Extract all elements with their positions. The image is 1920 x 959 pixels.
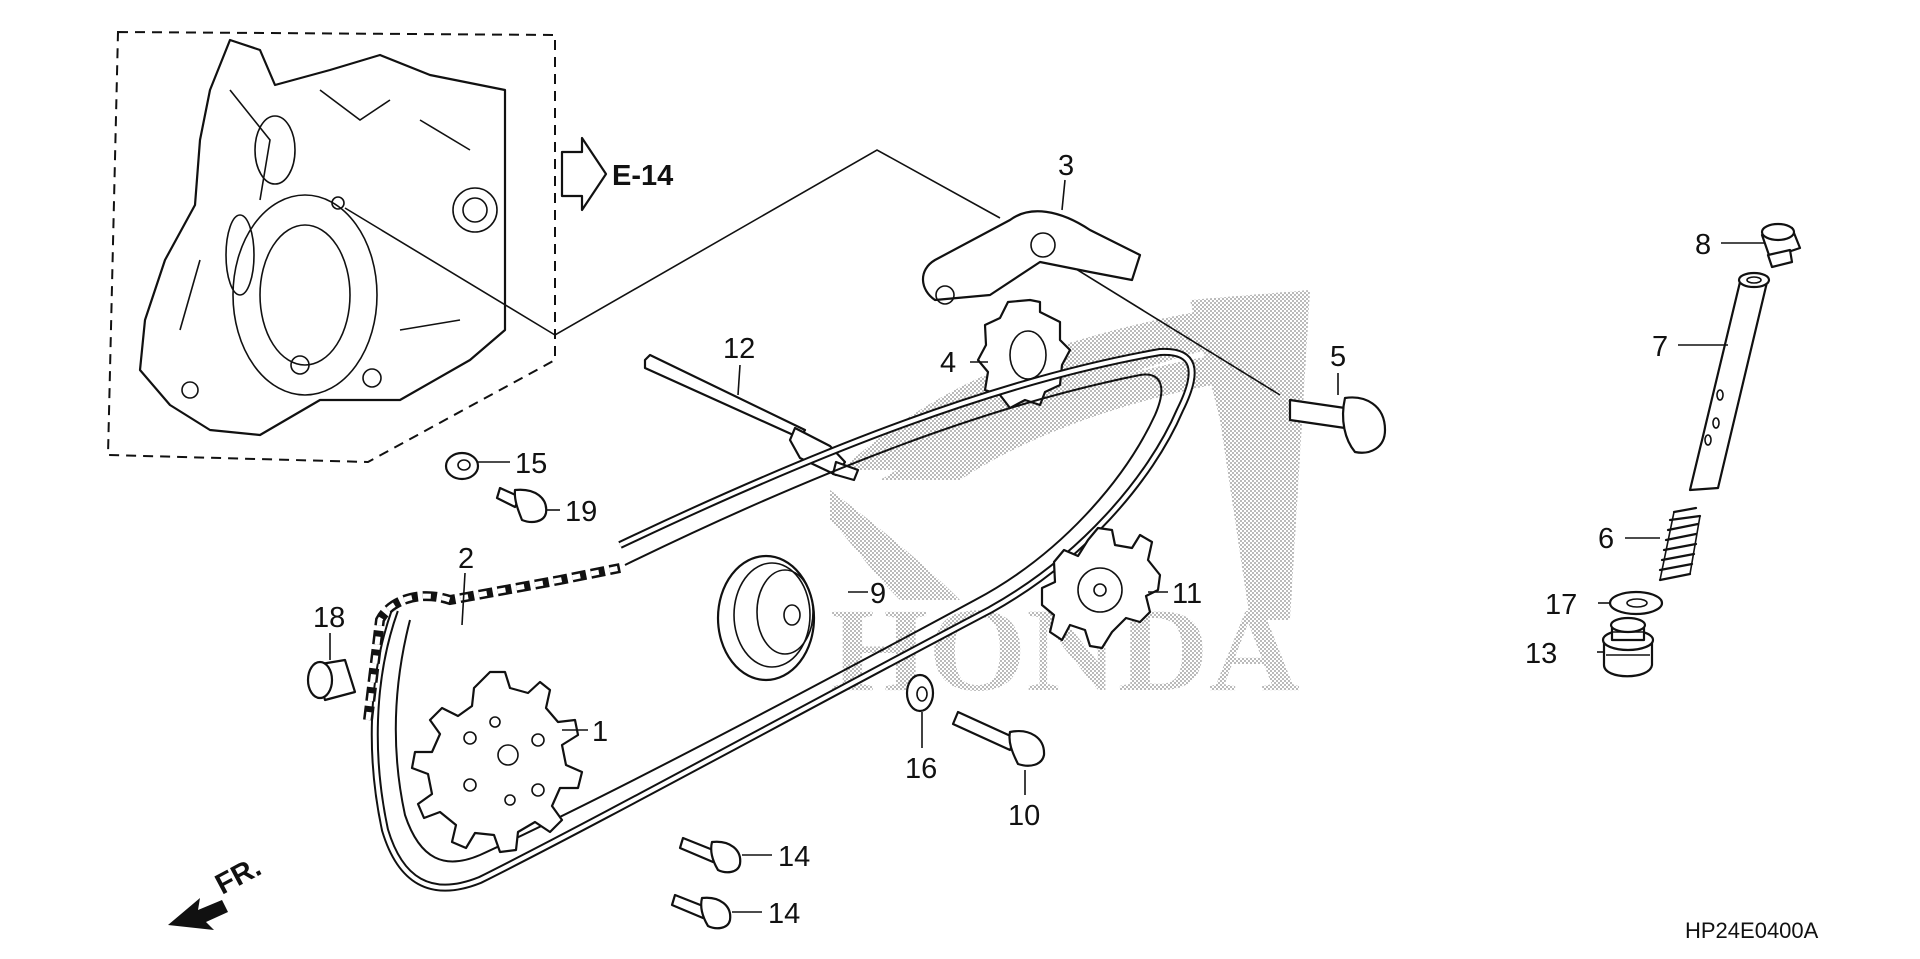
callout-p10[interactable]: 10 (1008, 800, 1040, 832)
callout-p17[interactable]: 17 (1545, 589, 1577, 621)
reference-line (344, 149, 1001, 336)
bolt-part-10[interactable] (951, 710, 1046, 767)
crossref-arrow-icon (560, 136, 608, 212)
sealing-bolt-part-13[interactable] (1601, 616, 1655, 678)
callout-p19[interactable]: 19 (565, 496, 597, 528)
collar-part-18[interactable] (306, 658, 357, 702)
idler-sprocket[interactable] (1040, 526, 1162, 650)
callout-p13[interactable]: 13 (1525, 638, 1557, 670)
callout-p18[interactable]: 18 (313, 602, 345, 634)
washer-part-15[interactable] (444, 451, 480, 481)
callout-p6[interactable]: 6 (1598, 523, 1614, 555)
cap-part-8[interactable] (1760, 222, 1802, 269)
callout-p1[interactable]: 1 (592, 716, 608, 748)
tensioner-shaft[interactable] (643, 353, 860, 482)
front-direction-indicator: FR. (168, 851, 267, 930)
part-number-labels: 1 2 3 4 5 6 7 8 9 10 11 12 13 14 14 15 1… (313, 150, 1711, 930)
washer-part-16[interactable] (905, 673, 935, 713)
callout-p4[interactable]: 4 (940, 347, 956, 379)
honda-watermark-logo: HONDA (830, 290, 1310, 716)
spring-part-6[interactable] (1658, 506, 1702, 582)
front-arrow-icon (168, 898, 228, 930)
callout-p15[interactable]: 15 (515, 448, 547, 480)
crossref-e14[interactable]: E-14 (560, 136, 673, 212)
callout-p11[interactable]: 11 (1172, 578, 1202, 610)
crossref-label: E-14 (612, 160, 673, 192)
bolt-part-14-lower[interactable] (670, 893, 732, 930)
callout-p14-upper[interactable]: 14 (778, 841, 810, 873)
callout-p5[interactable]: 5 (1330, 341, 1346, 373)
callout-p3[interactable]: 3 (1058, 150, 1074, 182)
bolt-part-5[interactable] (1288, 396, 1387, 454)
tensioner-tube[interactable] (1688, 271, 1771, 492)
front-label: FR. (210, 851, 266, 901)
leader-lines (329, 179, 1765, 913)
callout-p7[interactable]: 7 (1652, 331, 1668, 363)
diagram-code: HP24E0400A (1685, 918, 1819, 943)
callout-p2[interactable]: 2 (458, 543, 474, 575)
timing-sprocket[interactable] (410, 670, 584, 854)
callout-p12[interactable]: 12 (723, 333, 755, 365)
guide-roller[interactable] (716, 554, 816, 682)
callout-p8[interactable]: 8 (1695, 229, 1711, 261)
bolt-part-14-upper[interactable] (678, 836, 742, 874)
washer-part-17[interactable] (1608, 590, 1664, 616)
crankcase-assembly (106, 30, 556, 464)
bolt-part-19[interactable] (495, 486, 548, 524)
cam-chain[interactable] (363, 347, 1196, 892)
tensioner-arm[interactable] (921, 210, 1142, 305)
callout-p14-lower[interactable]: 14 (768, 898, 800, 930)
callout-p9[interactable]: 9 (870, 578, 886, 610)
callout-p16[interactable]: 16 (905, 753, 937, 785)
